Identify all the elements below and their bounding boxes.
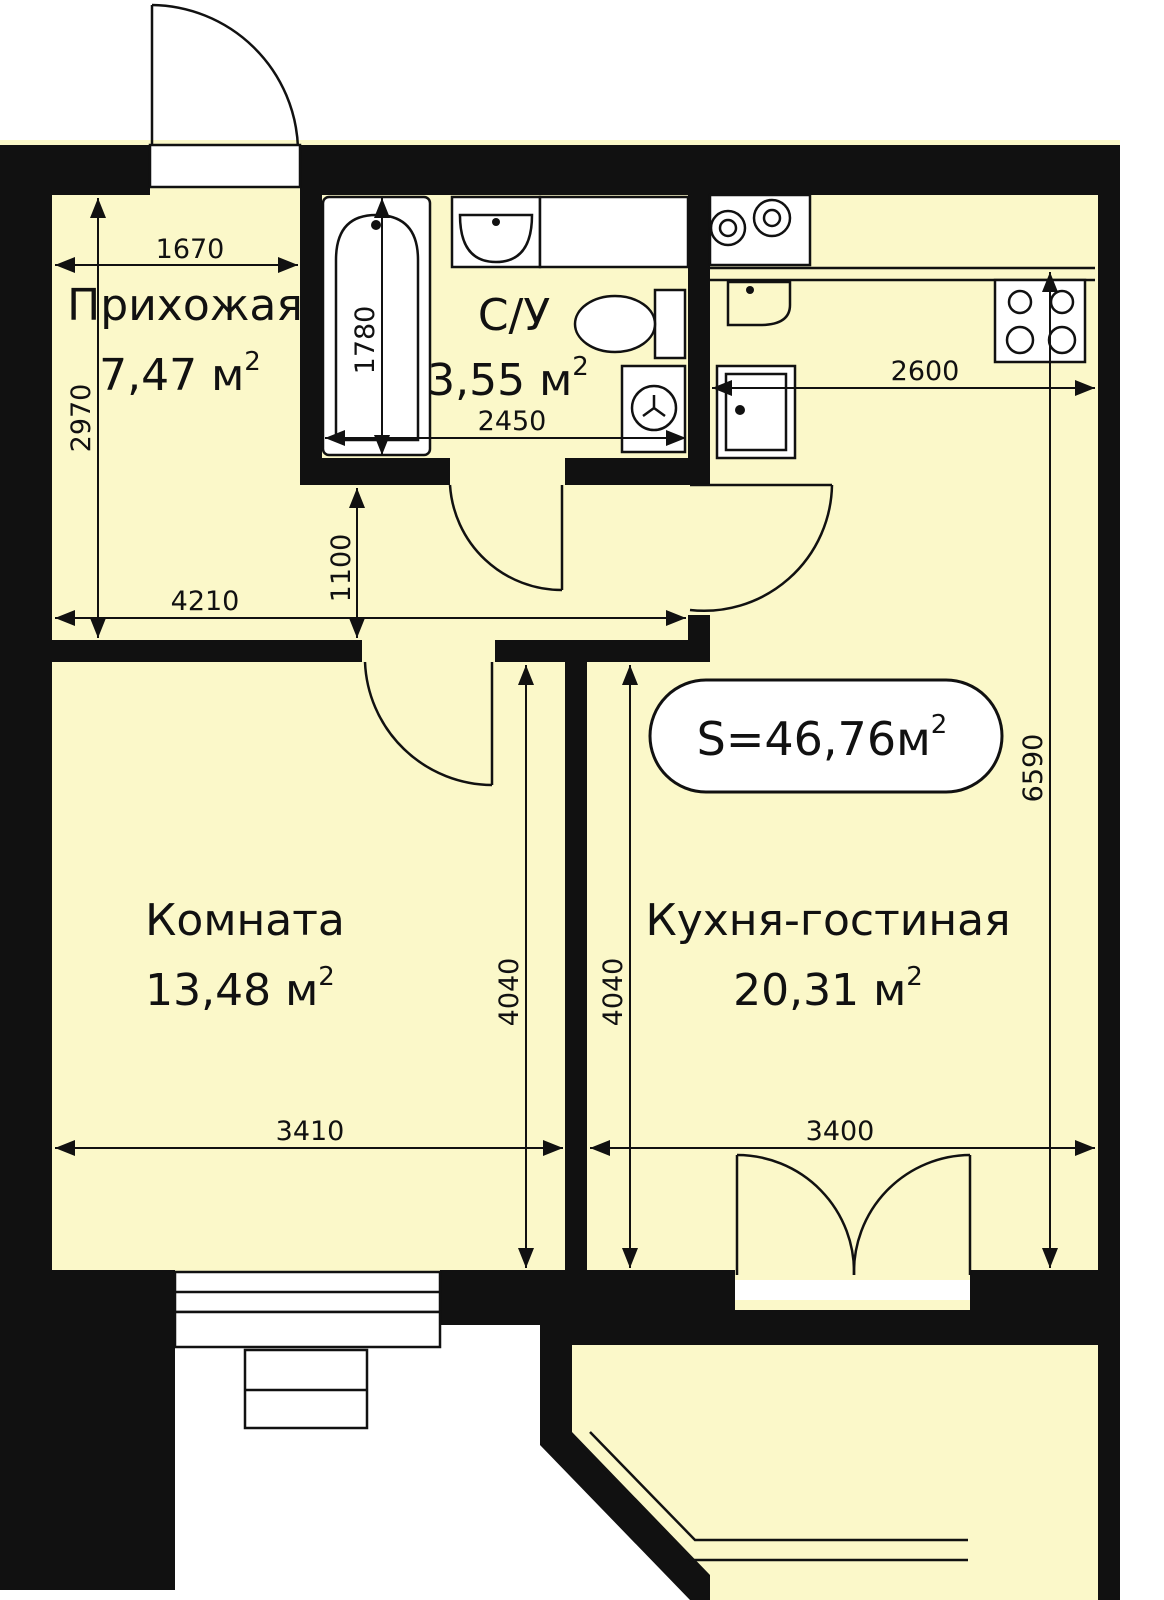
dim-kitchen-depth: 6590 bbox=[1018, 734, 1049, 803]
balcony-door bbox=[735, 1153, 972, 1276]
dimension-lines bbox=[55, 198, 1095, 1268]
balcony-glazing bbox=[579, 1431, 968, 1562]
dim-room-width: 3410 bbox=[276, 1116, 345, 1147]
dim-kitchen-top: 2600 bbox=[891, 356, 960, 387]
entrance-door bbox=[148, 3, 302, 189]
dim-kitchen-width: 3400 bbox=[806, 1116, 875, 1147]
room-area-bath: 3,55 м2 bbox=[427, 352, 589, 406]
room-name-bath: С/У bbox=[478, 290, 551, 341]
room-name-kitchen: Кухня-гостиная bbox=[645, 895, 1010, 946]
bath-door bbox=[448, 484, 564, 592]
room-door bbox=[363, 661, 494, 787]
room-area-hall: 7,47 м2 bbox=[99, 347, 261, 401]
washing-machine-icon bbox=[620, 364, 687, 454]
room-area-kitchen: 20,31 м2 bbox=[733, 962, 923, 1016]
total-area-badge: S=46,76м2 bbox=[648, 678, 1004, 794]
sink-icon bbox=[450, 195, 542, 269]
dim-corridor-width: 4210 bbox=[171, 586, 240, 617]
dim-bath-height: 1780 bbox=[350, 306, 381, 375]
dim-bath-width: 2450 bbox=[478, 406, 547, 437]
total-area-text: S=46,76м2 bbox=[697, 710, 948, 766]
room-area-room: 13,48 м2 bbox=[145, 962, 335, 1016]
dim-kitchen-height: 4040 bbox=[598, 958, 629, 1027]
dim-corridor-height: 1100 bbox=[326, 534, 357, 603]
stove-icon bbox=[993, 278, 1087, 364]
dim-hall-width: 1670 bbox=[156, 234, 225, 265]
kitchen-sink-icon bbox=[726, 280, 792, 327]
washer-icon bbox=[538, 195, 690, 269]
boiler-icon bbox=[708, 193, 812, 267]
kitchen-door bbox=[689, 483, 834, 612]
toilet-icon bbox=[573, 288, 687, 360]
dim-room-height: 4040 bbox=[494, 958, 525, 1027]
room-name-room: Комната bbox=[145, 895, 345, 946]
room-name-hall: Прихожая bbox=[67, 280, 303, 331]
walls bbox=[0, 145, 1120, 1600]
fridge-icon bbox=[715, 364, 797, 460]
room-window bbox=[173, 1270, 442, 1430]
dim-hall-height: 2970 bbox=[66, 384, 97, 453]
